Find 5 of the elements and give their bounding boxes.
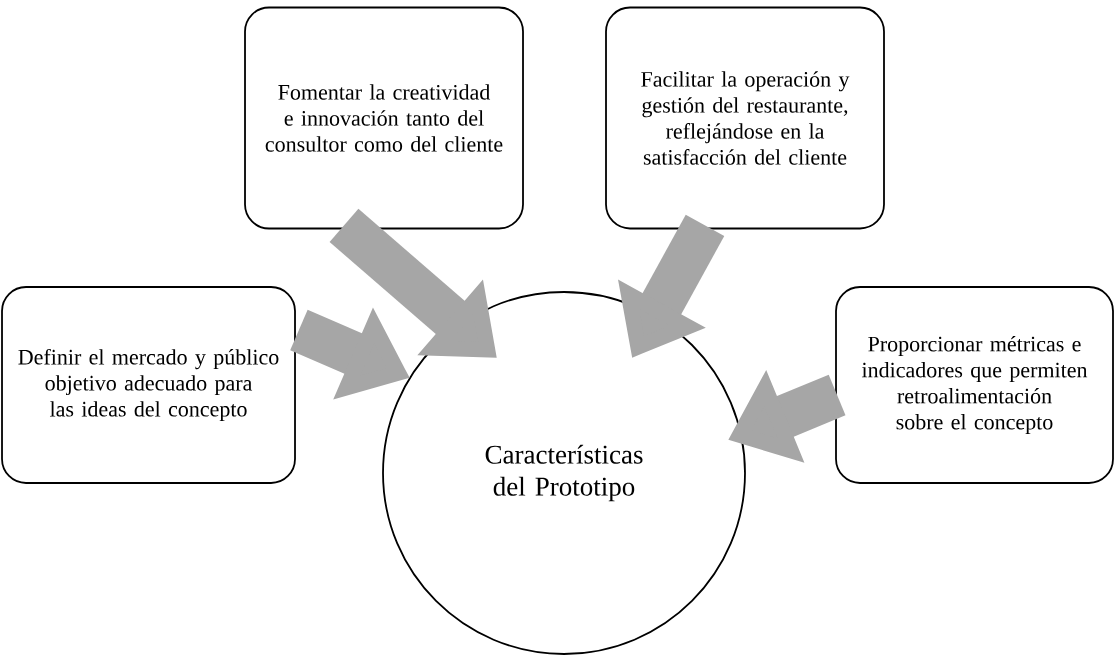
- rounded-box: Facilitar la operación y gestión del restaurante, reflejándose en la satisfacción del cliente: [605, 6, 885, 230]
- rounded-box: Definir el mercado y público objetivo adecuado para las ideas del concepto: [1, 286, 296, 484]
- rounded-box: Proporcionar métricas e indicadores que permiten retroalimentación sobre el concepto: [835, 286, 1114, 484]
- rounded-box: Fomentar la creatividad e innovación tanto del consultor como del cliente: [244, 6, 524, 230]
- circle-node: Características del Prototipo: [382, 291, 746, 655]
